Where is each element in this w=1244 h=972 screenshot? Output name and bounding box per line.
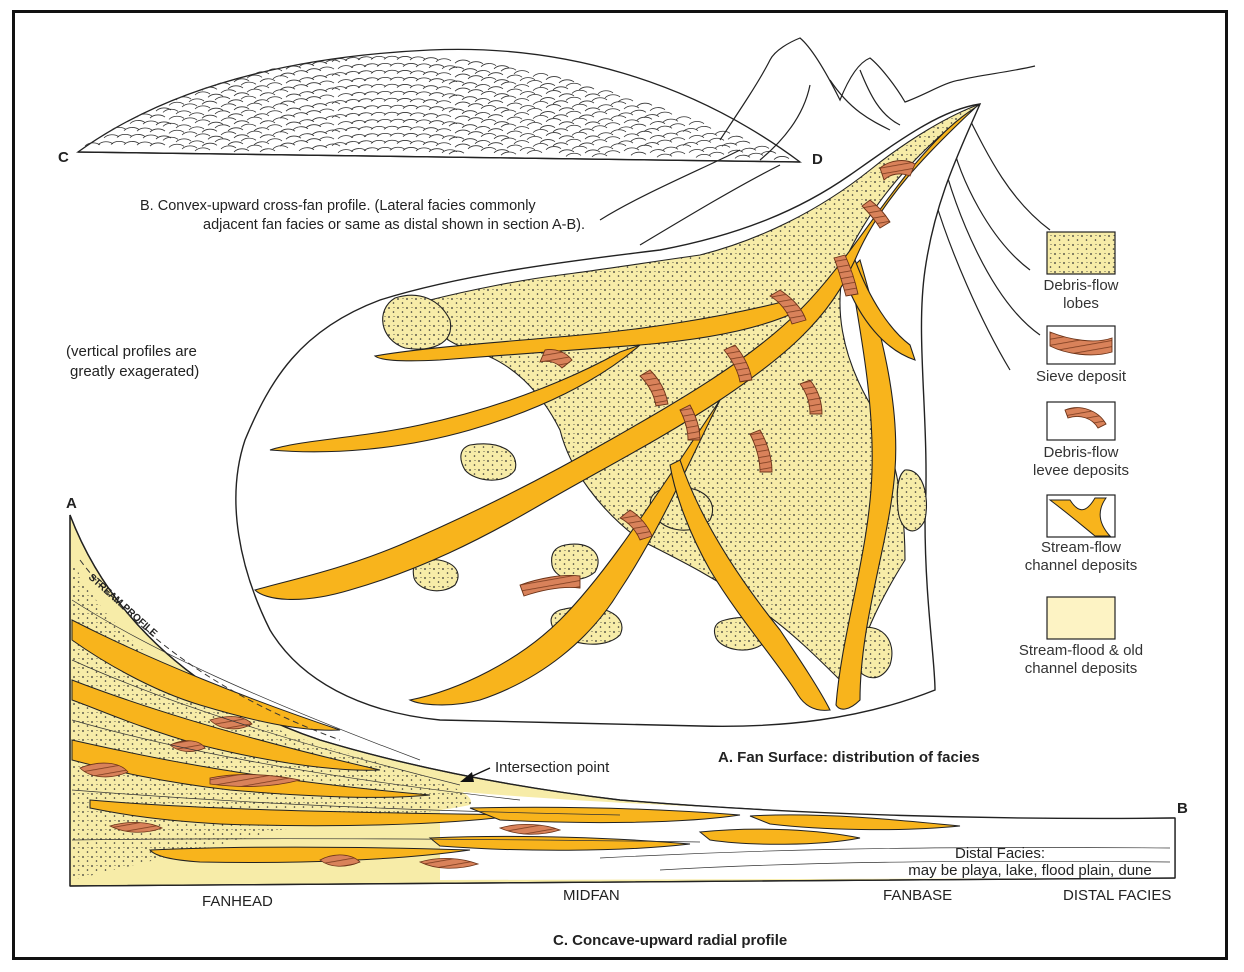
legend-item-lobes: Debris-flow lobes bbox=[1043, 232, 1118, 312]
legend-channel-line1: Stream-flow bbox=[1041, 539, 1121, 556]
zone-fanhead: FANHEAD bbox=[202, 893, 273, 910]
note-line-2: greatly exagerated) bbox=[70, 363, 199, 380]
zone-distal: DISTAL FACIES bbox=[1063, 887, 1171, 904]
legend-item-flood: Stream-flood & old channel deposits bbox=[1019, 597, 1143, 677]
legend-flood-line1: Stream-flood & old bbox=[1019, 642, 1143, 659]
distal-label-2: may be playa, lake, flood plain, dune bbox=[908, 862, 1152, 879]
legend-flood-line2: channel deposits bbox=[1025, 660, 1138, 677]
legend-item-levee: Debris-flow levee deposits bbox=[1033, 402, 1129, 479]
point-b-label: B bbox=[1177, 800, 1188, 817]
zone-midfan: MIDFAN bbox=[563, 887, 620, 904]
legend-item-channel: Stream-flow channel deposits bbox=[1025, 495, 1138, 574]
legend-item-sieve: Sieve deposit bbox=[1036, 326, 1127, 385]
intersection-label: Intersection point bbox=[495, 759, 610, 776]
zone-fanbase: FANBASE bbox=[883, 887, 952, 904]
fan-surface-title: A. Fan Surface: distribution of facies bbox=[718, 749, 980, 766]
profile-b-title-2: adjacent fan facies or same as distal sh… bbox=[203, 217, 585, 233]
point-d-label: D bbox=[812, 151, 823, 168]
point-c-label: C bbox=[58, 149, 69, 166]
legend-levee-line2: levee deposits bbox=[1033, 462, 1129, 479]
profile-c-title: C. Concave-upward radial profile bbox=[553, 932, 787, 949]
cross-fan-profile bbox=[78, 49, 800, 162]
legend-lobes-line1: Debris-flow bbox=[1043, 277, 1118, 294]
profile-b-title: B. Convex-upward cross-fan profile. (Lat… bbox=[140, 198, 536, 214]
legend: Debris-flow lobes Sieve deposit Debris-f… bbox=[1019, 232, 1143, 677]
legend-swatch-lobes bbox=[1047, 232, 1115, 274]
distal-label-1: Distal Facies: bbox=[955, 845, 1045, 862]
legend-levee-line1: Debris-flow bbox=[1043, 444, 1118, 461]
legend-lobes-line2: lobes bbox=[1063, 295, 1099, 312]
note-line-1: (vertical profiles are bbox=[66, 343, 197, 360]
legend-swatch-flood bbox=[1047, 597, 1115, 639]
legend-channel-line2: channel deposits bbox=[1025, 557, 1138, 574]
point-a-label: A bbox=[66, 495, 77, 512]
legend-sieve-line1: Sieve deposit bbox=[1036, 368, 1127, 385]
